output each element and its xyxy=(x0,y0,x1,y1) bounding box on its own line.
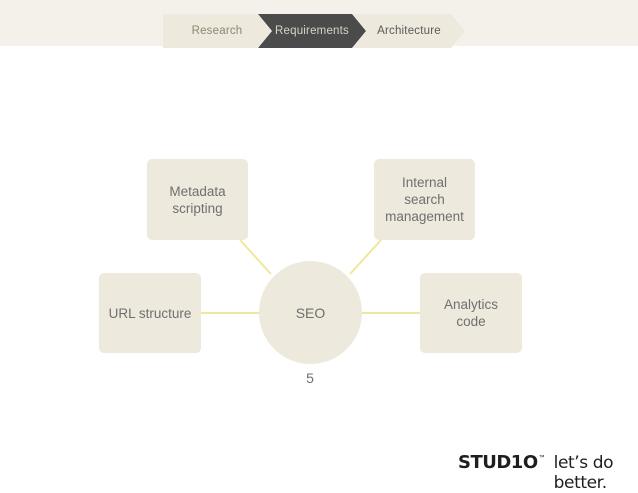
breadcrumb-step-label: Requirements xyxy=(275,25,349,37)
page-number: 5 xyxy=(306,370,314,386)
node-label: Internal search management xyxy=(385,175,464,224)
center-node-seo: SEO xyxy=(259,261,362,364)
brand-tagline: let’s do better. xyxy=(553,453,614,493)
center-node-label: SEO xyxy=(295,304,326,321)
node-url-structure: URL structure xyxy=(99,273,201,353)
trademark-symbol: ™ xyxy=(538,455,545,461)
node-analytics-code: Analytics code xyxy=(420,273,522,353)
breadcrumb-step-requirements[interactable]: Requirements xyxy=(258,14,366,48)
brand-name: STUD1O xyxy=(458,452,538,473)
node-label: Analytics code xyxy=(443,297,499,329)
footer-logo: STUD1O ™ let’s do better. xyxy=(458,452,638,493)
node-label: Metadata scripting xyxy=(169,183,226,216)
node-metadata-scripting: Metadata scripting xyxy=(147,159,248,240)
node-label: URL structure xyxy=(108,305,192,321)
connector-metadata xyxy=(239,239,272,275)
diagram-connectors xyxy=(201,239,420,314)
connector-internal-search xyxy=(349,239,382,275)
breadcrumb-step-research[interactable]: Research xyxy=(163,14,271,48)
breadcrumb: Research Requirements Architecture xyxy=(0,0,638,46)
node-internal-search-management: Internal search management xyxy=(374,159,475,240)
breadcrumb-step-label: Research xyxy=(191,25,243,37)
breadcrumb-step-label: Architecture xyxy=(377,25,441,37)
breadcrumb-step-architecture[interactable]: Architecture xyxy=(353,14,465,48)
